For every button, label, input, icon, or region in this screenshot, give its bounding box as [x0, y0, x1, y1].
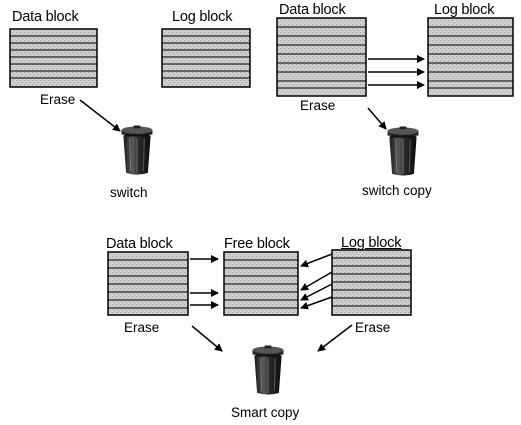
free-block-label: Free block — [224, 236, 290, 252]
data-to-free-arrows — [190, 259, 218, 305]
scene-switch-copy — [277, 18, 513, 176]
trash-can-icon — [122, 126, 153, 175]
erase-label-right: Erase — [355, 320, 390, 336]
log-block-stack — [428, 18, 513, 96]
erase-label: Erase — [300, 98, 335, 114]
log-block-label: Log block — [434, 2, 494, 18]
erase-arrow-right — [318, 325, 352, 351]
log-to-free-arrows — [301, 254, 332, 308]
trash-can-icon — [388, 127, 419, 176]
scene-caption: Smart copy — [231, 405, 299, 421]
data-block-label: Data block — [12, 9, 79, 25]
erase-label: Erase — [40, 92, 75, 108]
data-block-label: Data block — [106, 236, 173, 252]
scene-caption: switch copy — [362, 183, 432, 199]
copy-arrows — [368, 59, 424, 85]
erase-arrow — [80, 100, 120, 131]
log-block-stack — [162, 29, 250, 87]
log-block-stack — [332, 250, 411, 315]
data-block-stack — [108, 252, 188, 315]
log-block-label: Log block — [341, 235, 401, 251]
log-block-label: Log block — [172, 9, 232, 25]
data-block-stack — [277, 18, 366, 96]
scene-caption: switch — [110, 185, 148, 201]
erase-arrow-left — [192, 326, 222, 351]
erase-label-left: Erase — [124, 320, 159, 336]
data-block-label: Data block — [279, 2, 346, 18]
erase-arrow — [368, 108, 386, 129]
data-block-stack — [10, 29, 97, 87]
trash-can-icon — [253, 346, 284, 395]
free-block-stack — [224, 252, 298, 315]
